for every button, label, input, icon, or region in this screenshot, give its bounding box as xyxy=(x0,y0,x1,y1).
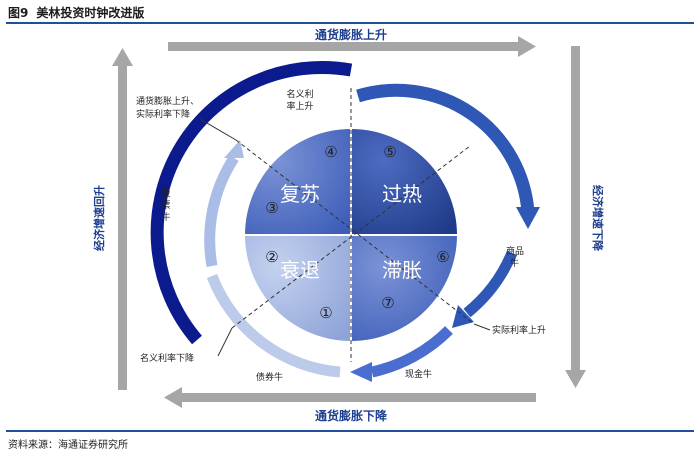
axis-label-bottom: 通货膨胀下降 xyxy=(315,408,388,423)
bond-cycle-arrow xyxy=(206,274,341,378)
label-recovery: 复苏 xyxy=(280,182,320,206)
cash-cycle-arrow xyxy=(350,326,453,382)
annotation-stock-bull-3: 牛 xyxy=(161,211,170,223)
axis-label-right: 经济增速下降 xyxy=(591,185,605,252)
figure-title-text: 美林投资时钟改进版 xyxy=(36,6,145,20)
annotation-real-rate-down-line2: 实际利率下降 xyxy=(136,108,190,120)
pointer-inflation-up xyxy=(199,118,237,141)
annotation-commodity-bull-1: 商品 xyxy=(506,245,524,257)
overheat-cycle-arrow xyxy=(356,83,540,229)
stage-marker-2: ② xyxy=(265,248,278,266)
growth-up-arrow xyxy=(112,48,133,390)
quadrant-overheat xyxy=(351,129,457,235)
growth-down-arrow xyxy=(565,46,586,388)
pointer-real-rate-up xyxy=(473,323,491,331)
axis-label-top: 通货膨胀上升 xyxy=(315,27,387,42)
stage-marker-1: ① xyxy=(319,304,332,322)
annotation-stock-bull-2: 票 xyxy=(161,200,170,211)
stage-marker-5: ⑤ xyxy=(383,143,396,161)
annotation-nominal-rate-down: 名义利率下降 xyxy=(140,352,194,364)
outer-cycle-arrow xyxy=(150,60,353,345)
quadrant-recession xyxy=(245,235,351,341)
figure-number: 图9 xyxy=(8,6,29,20)
top-rule xyxy=(6,22,694,24)
axis-label-left: 经济增速回升 xyxy=(92,185,106,251)
source-note: 资料来源：海通证券研究所 xyxy=(8,440,128,451)
quadrant-stagflation xyxy=(351,235,457,341)
stage-marker-7: ⑦ xyxy=(381,294,394,312)
stage-marker-3: ③ xyxy=(265,199,278,217)
annotation-bond-bull: 债券牛 xyxy=(256,371,283,383)
annotation-commodity-bull-2: 牛 xyxy=(510,257,519,269)
annotation-nominal-rate-up-line1: 名义利 xyxy=(286,88,313,100)
label-overheat: 过热 xyxy=(382,182,422,206)
stage-marker-6: ⑥ xyxy=(436,248,449,266)
annotation-real-rate-up: 实际利率上升 xyxy=(492,324,546,336)
quadrant-recovery xyxy=(245,129,351,235)
bottom-rule xyxy=(6,430,694,432)
label-stagflation: 滞胀 xyxy=(382,258,422,282)
annotation-inflation-up-line1: 通货膨胀上升、 xyxy=(136,95,199,107)
pointer-nominal-rate-down xyxy=(217,327,233,357)
clock-pie xyxy=(245,129,457,341)
annotation-cash-bull: 现金牛 xyxy=(405,368,432,380)
stagflation-cycle-arrow xyxy=(452,250,518,328)
annotation-nominal-rate-up-line2: 率上升 xyxy=(286,100,313,112)
guide-lines xyxy=(231,88,475,362)
annotation-stock-bull-1: 股 xyxy=(161,188,170,199)
inflation-up-arrow xyxy=(168,36,536,57)
stage-marker-4: ④ xyxy=(324,143,337,161)
figure-title: 图9 美林投资时钟改进版 xyxy=(8,4,144,21)
label-recession: 衰退 xyxy=(280,258,320,282)
recovery-cycle-arrow xyxy=(204,140,244,267)
inflation-down-arrow xyxy=(164,387,536,408)
